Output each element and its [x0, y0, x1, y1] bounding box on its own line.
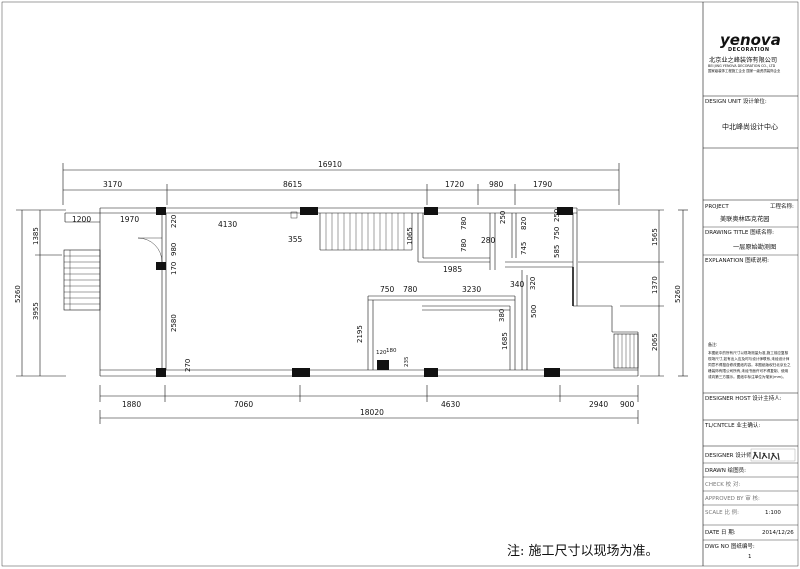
designer-label: DESIGNER 设计师:: [705, 451, 754, 459]
dim-780a: 780: [460, 217, 468, 230]
date-label: DATE 日 期:: [705, 529, 736, 536]
dim-745: 745: [520, 242, 528, 255]
dim-right-1: 1565: [651, 228, 659, 246]
notes-heading: 备注:: [708, 341, 717, 347]
drawing-title-label: DRAWING TITLE 图纸名称:: [705, 228, 774, 236]
dim-500: 500: [530, 305, 538, 318]
exterior-stairs-right: [613, 333, 639, 369]
interior-dimensions: 1200 1970 220 4130 355 980 170 2580 270 …: [72, 209, 561, 372]
dwg-no-value: 1: [748, 554, 752, 560]
dim-top-3: 1720: [445, 180, 464, 189]
project-label: PROJECT: [705, 204, 729, 210]
dim-1970: 1970: [120, 215, 139, 224]
dim-820: 820: [520, 217, 528, 230]
notes-line-1: 本图纸中的所有尺寸以现场测量为准,施工前应复核: [708, 350, 789, 355]
approved-label: APPROVED BY 审 核:: [705, 494, 760, 502]
dim-180: 180: [386, 348, 397, 354]
dim-380: 380: [498, 309, 506, 322]
dim-220: 220: [170, 215, 178, 228]
project-label-cn: 工程名称:: [770, 202, 794, 210]
dim-270: 270: [184, 359, 192, 372]
dim-bottom-total: 18020: [360, 408, 384, 417]
project-name: 美联奥林匹克花园: [720, 215, 770, 223]
check-label: CHECK 校 对:: [705, 480, 740, 488]
company-logo: yenova: [720, 31, 781, 49]
dim-750b: 750: [380, 285, 395, 294]
dim-bottom-1: 1880: [122, 400, 141, 409]
design-unit-label: DESIGN UNIT 设计单位:: [705, 97, 767, 105]
dim-280: 280: [481, 236, 496, 245]
scale-value: 1:100: [765, 510, 781, 516]
dim-170: 170: [170, 262, 178, 275]
explanation-label: EXPLANATION 图纸说明:: [705, 256, 769, 264]
dim-250b: 250: [553, 209, 561, 222]
design-unit: 中北峰尚设计中心: [722, 122, 778, 131]
top-dimensions: 16910 3170 8615 1720 980 1790: [62, 160, 620, 205]
dim-780c: 780: [403, 285, 418, 294]
dim-750: 750: [553, 227, 561, 240]
designer-signature: [750, 448, 796, 462]
left-dimensions: 5260 1385 3955: [14, 209, 66, 377]
dim-right-3: 2065: [651, 333, 659, 351]
notes-line-5: 或向第三方展示。图纸中标注单位为毫米(mm)。: [708, 374, 786, 379]
company-tagline: 国家级装饰工程施工企业 国家一级资质装饰企业: [708, 68, 781, 73]
company-name-en: BEI JING YENOVA DECORATION CO., LTD: [708, 64, 776, 68]
dim-top-4: 980: [489, 180, 504, 189]
dim-355: 355: [288, 235, 303, 244]
notes-line-4: 峰装饰有限公司所有,未经书面许可不得复制、使用: [708, 368, 789, 373]
dim-bottom-2: 7060: [234, 400, 253, 409]
dim-bottom-5: 900: [620, 400, 635, 409]
door-swing: [137, 237, 163, 263]
exterior-stairs-left: [63, 249, 101, 311]
notes-line-2: 现场尺寸,如有出入应及时与设计师联系,未经设计师: [708, 356, 790, 361]
dim-right-total: 5260: [674, 285, 682, 303]
dim-1985: 1985: [443, 265, 462, 274]
drawing-title: 一层原始勘测图: [733, 243, 776, 251]
dim-780b: 780: [460, 239, 468, 252]
right-dimensions: 1565 1370 2065 5260: [578, 209, 688, 377]
scale-label: SCALE 比 例:: [705, 508, 739, 516]
date-value: 2014/12/26: [762, 530, 794, 536]
footer-note: 注: 施工尺寸以现场为准。: [507, 544, 659, 559]
dim-3230: 3230: [462, 285, 481, 294]
dim-bottom-4: 2940: [589, 400, 608, 409]
dim-left-1: 1385: [32, 227, 40, 245]
dim-right-2: 1370: [651, 276, 659, 294]
dim-2580: 2580: [170, 314, 178, 332]
dim-1065: 1065: [406, 227, 414, 245]
drawn-label: DRAWN 绘图员:: [705, 466, 746, 474]
dim-top-total: 16910: [318, 160, 342, 169]
dim-top-5: 1790: [533, 180, 552, 189]
dim-4130: 4130: [218, 220, 237, 229]
dim-left-total: 5260: [14, 285, 22, 303]
client-confirm-label: TL/CNTCLE 业主确认:: [704, 421, 760, 429]
dim-120: 120: [376, 350, 387, 356]
dim-1685: 1685: [501, 332, 509, 350]
structural-columns: [156, 207, 573, 377]
company-logo-sub: DECORATION: [728, 47, 770, 53]
designer-host-label: DESIGNER HOST 设计主持人:: [705, 394, 782, 402]
dwg-no-label: DWG NO 图纸编号:: [705, 542, 755, 550]
dim-980: 980: [170, 243, 178, 256]
company-name: 北京业之峰装饰有限公司: [709, 56, 777, 64]
title-block: yenova DECORATION 北京业之峰装饰有限公司 BEI JING Y…: [702, 2, 798, 566]
dim-340: 340: [510, 280, 525, 289]
interior-stairs: [325, 213, 405, 250]
dim-235: 235: [404, 356, 410, 367]
dim-bottom-3: 4630: [441, 400, 460, 409]
dim-left-2: 3955: [32, 302, 40, 320]
dim-320: 320: [529, 277, 537, 290]
notes-line-3: 同意不得擅自修改图纸内容。本图纸版权归北京业之: [708, 362, 791, 367]
dim-250a: 250: [499, 211, 507, 224]
dim-top-2: 8615: [283, 180, 302, 189]
dim-1200: 1200: [72, 215, 91, 224]
dim-2195: 2195: [356, 325, 364, 343]
bottom-dimensions: 1880 7060 4630 2940 900 18020: [99, 385, 639, 424]
dim-top-1: 3170: [103, 180, 122, 189]
dim-585: 585: [553, 245, 561, 258]
